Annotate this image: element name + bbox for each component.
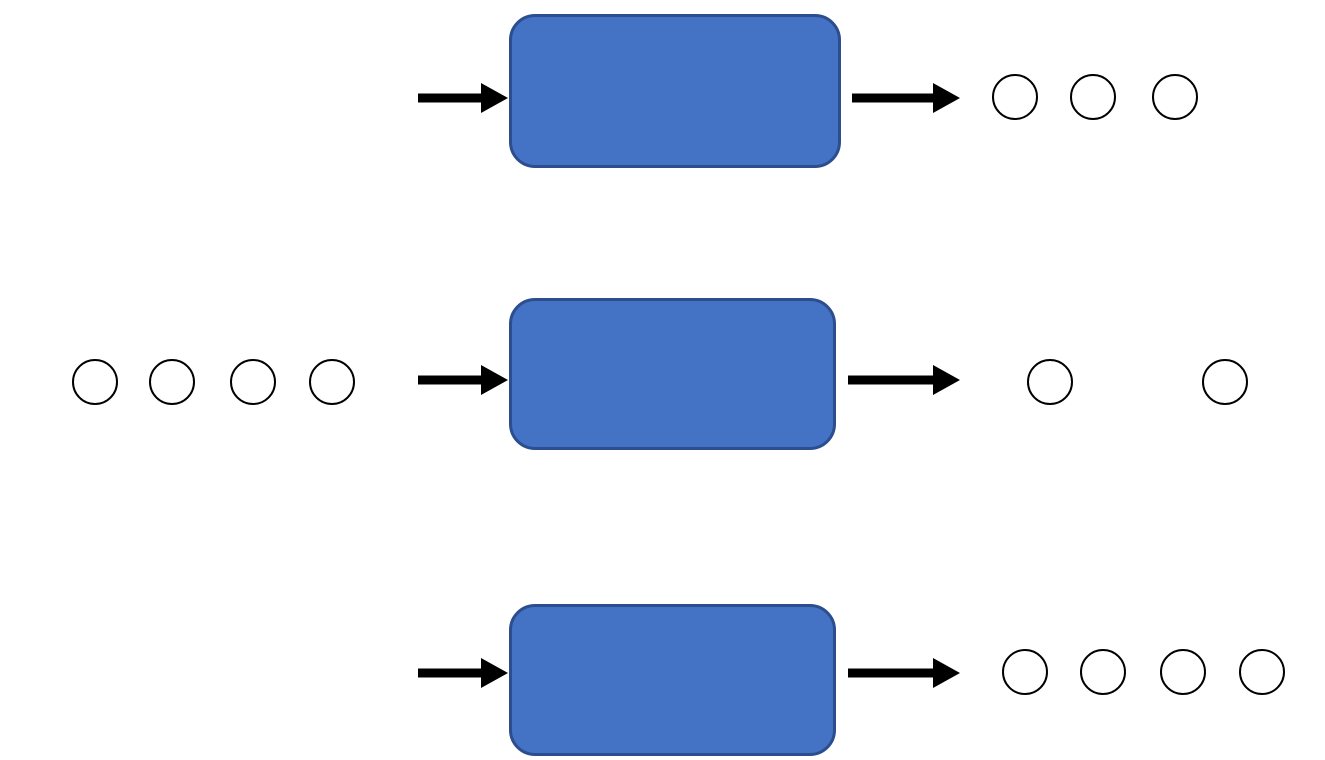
audio-waveform (0, 590, 405, 760)
token-circle (149, 359, 195, 405)
arrow-shaft (848, 668, 933, 678)
token-circle (992, 74, 1038, 120)
arrow-right-icon (848, 365, 960, 395)
underbrace-token-count (990, 124, 1200, 150)
arrow-head (933, 365, 960, 395)
arrow-right-icon (418, 365, 508, 395)
token-circle (230, 359, 276, 405)
token-circle (1239, 649, 1285, 695)
arrow-right-icon (418, 658, 508, 688)
arrow-shaft (418, 668, 481, 678)
token-circle (1002, 649, 1048, 695)
token-circle (1202, 359, 1248, 405)
token-circle (1080, 649, 1126, 695)
st-process-box (509, 604, 836, 756)
arrow-right-icon (852, 83, 960, 113)
arrow-head (933, 83, 960, 113)
underbrace-speech-length (25, 147, 383, 174)
arrow-shaft (852, 93, 933, 103)
arrow-right-icon (848, 658, 960, 688)
speech-waveform-input (0, 590, 405, 760)
arrow-head (933, 658, 960, 688)
token-circle (309, 359, 355, 405)
underbrace-token-count (985, 406, 1281, 433)
token-circle (1160, 649, 1206, 695)
token-circle (72, 359, 118, 405)
arrow-head (481, 658, 508, 688)
mt-process-box (509, 298, 836, 450)
arrow-head (481, 365, 508, 395)
arrow-shaft (418, 375, 481, 385)
token-circle (1152, 74, 1198, 120)
underbrace-token-count (62, 406, 360, 433)
arrow-shaft (418, 93, 481, 103)
arrow-shaft (848, 375, 933, 385)
arrow-right-icon (418, 83, 508, 113)
asr-process-box (509, 14, 841, 168)
arrow-head (481, 83, 508, 113)
token-circle (1027, 359, 1073, 405)
token-circle (1070, 74, 1116, 120)
